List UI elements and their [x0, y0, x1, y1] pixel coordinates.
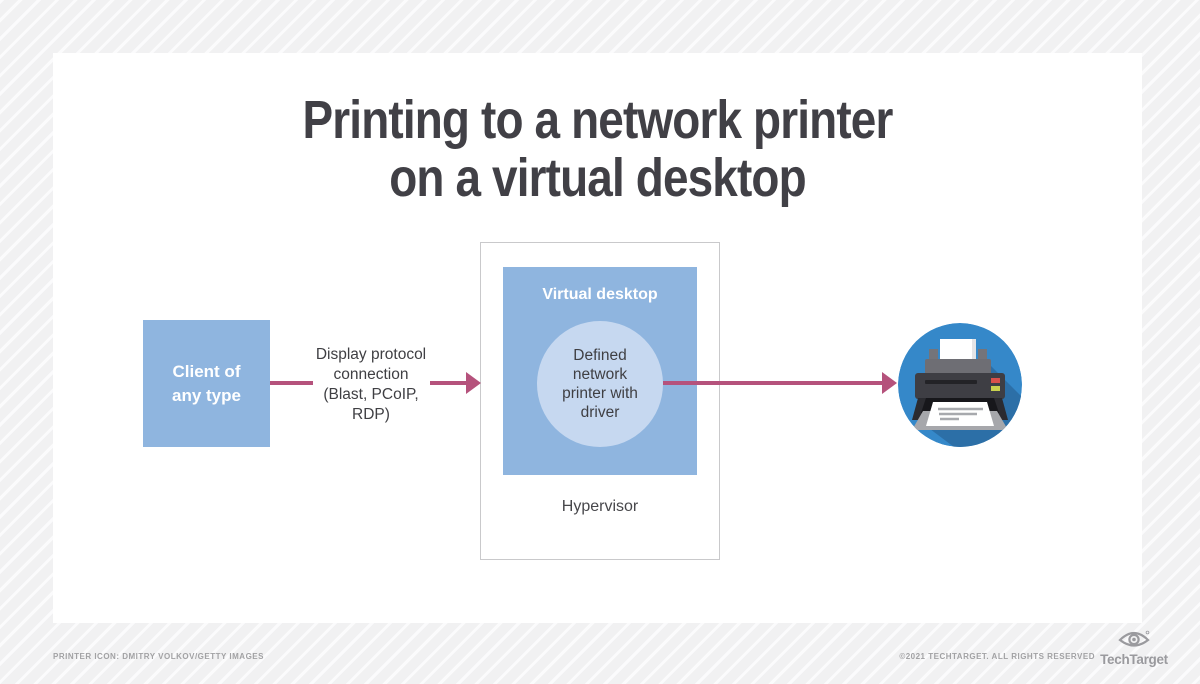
- brand-wordmark: TechTarget: [1100, 652, 1168, 667]
- arrowhead-right-icon: [466, 372, 481, 394]
- connector-line-client: [270, 381, 313, 385]
- page-title: Printing to a network printer on a virtu…: [135, 91, 1061, 207]
- techtarget-logo: TechTarget: [1099, 630, 1169, 667]
- connection-label: Display protocol connection (Blast, PCoI…: [315, 346, 427, 423]
- hypervisor-box: Virtual desktop Defined network printer …: [480, 242, 720, 560]
- flat-printer-icon: [898, 323, 1022, 447]
- printer-icon: [898, 323, 1022, 447]
- virtual-desktop-box: Virtual desktop Defined network printer …: [503, 267, 697, 475]
- title-line-2: on a virtual desktop: [389, 148, 806, 208]
- footer-copyright: ©2021 TECHTARGET. ALL RIGHTS RESERVED: [899, 652, 1095, 661]
- footer-credit: PRINTER ICON: DMITRY VOLKOV/GETTY IMAGES: [53, 652, 264, 661]
- infographic-card: Printing to a network printer on a virtu…: [53, 53, 1142, 623]
- title-line-1: Printing to a network printer: [302, 90, 894, 150]
- hypervisor-label: Hypervisor: [561, 498, 639, 515]
- client-box-label: Client of any type: [172, 361, 241, 405]
- eye-icon: [1118, 630, 1150, 647]
- defined-printer-circle: Defined network printer with driver: [537, 321, 663, 447]
- virtual-desktop-label: Virtual desktop: [542, 286, 658, 303]
- connector-line-to-printer: [663, 381, 882, 385]
- arrowhead-right-icon: [882, 372, 897, 394]
- connector-line-to-hypervisor: [430, 381, 468, 385]
- client-box: Client of any type: [143, 320, 270, 447]
- defined-printer-label: Defined network printer with driver: [562, 347, 638, 421]
